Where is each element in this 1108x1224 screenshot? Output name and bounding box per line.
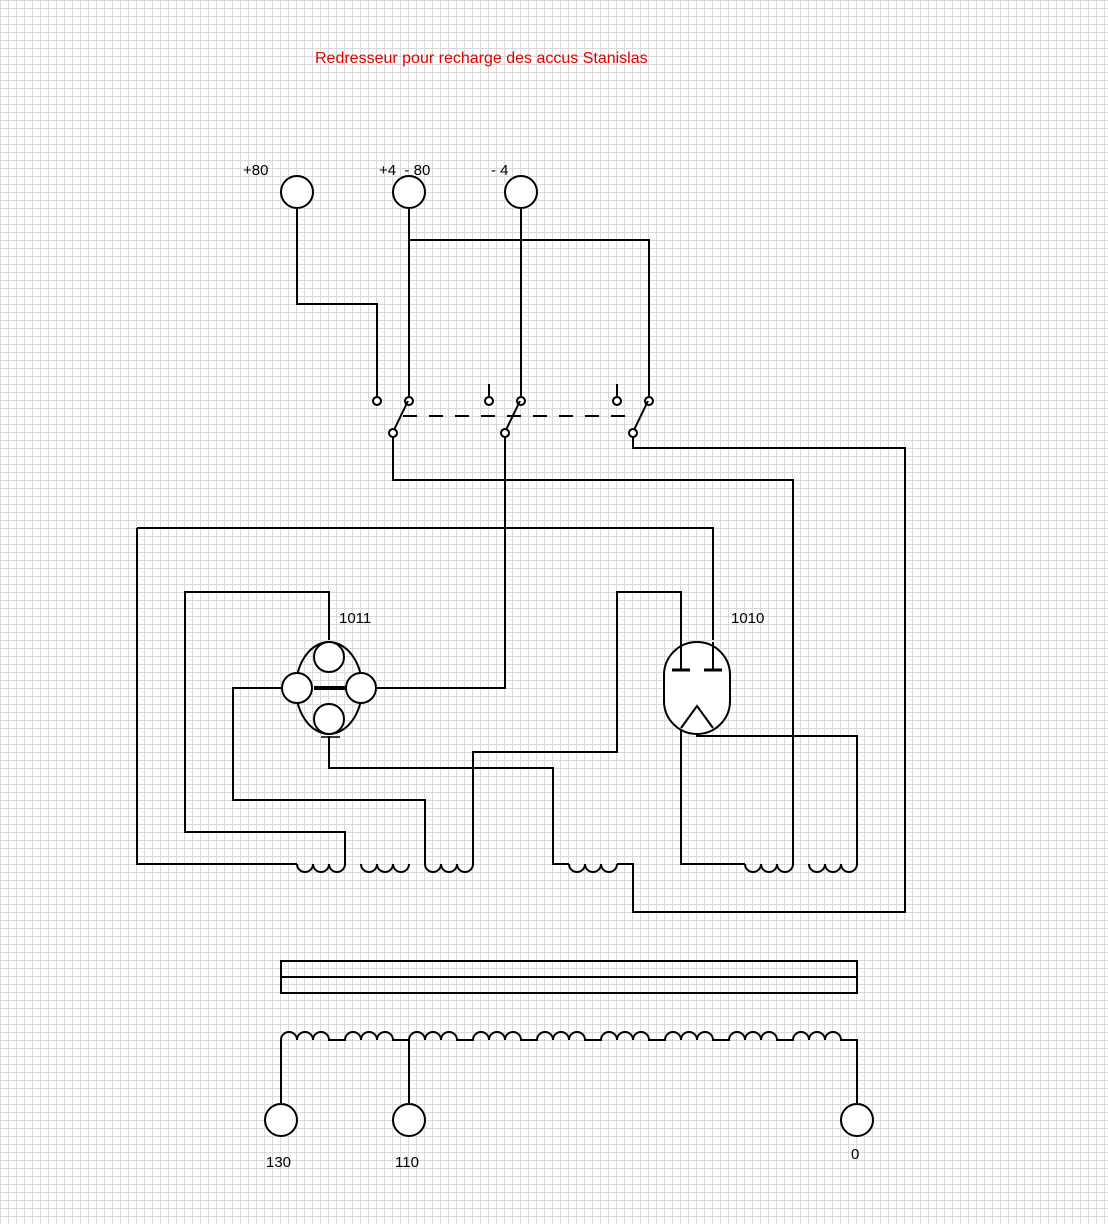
secondary-windings	[296, 863, 858, 873]
tube-1010	[663, 641, 731, 735]
terminal-0	[840, 1103, 874, 1137]
terminal-label-minus4: - 4	[491, 162, 509, 179]
terminal-label-plus4-minus80: +4 - 80	[379, 162, 430, 179]
tube-label-1011: 1011	[339, 610, 371, 627]
transformer-core	[280, 960, 858, 994]
terminal-plus4-minus80	[392, 175, 426, 209]
tube-label-1010: 1010	[731, 610, 764, 627]
top-wiring	[296, 208, 650, 396]
terminal-label-0: 0	[851, 1146, 859, 1163]
main-wiring	[136, 437, 906, 913]
three-pole-switch	[372, 384, 654, 438]
bottom-wiring	[280, 1039, 858, 1104]
tube-1011	[281, 641, 377, 738]
primary-winding	[280, 1031, 857, 1041]
terminal-minus4	[504, 175, 538, 209]
terminal-110	[392, 1103, 426, 1137]
terminal-plus80	[280, 175, 314, 209]
terminal-label-130: 130	[266, 1154, 291, 1171]
terminal-label-110: 110	[395, 1154, 419, 1171]
diagram-title: Redresseur pour recharge des accus Stani…	[315, 50, 648, 67]
terminal-130	[264, 1103, 298, 1137]
terminal-label-plus80: +80	[243, 162, 268, 179]
